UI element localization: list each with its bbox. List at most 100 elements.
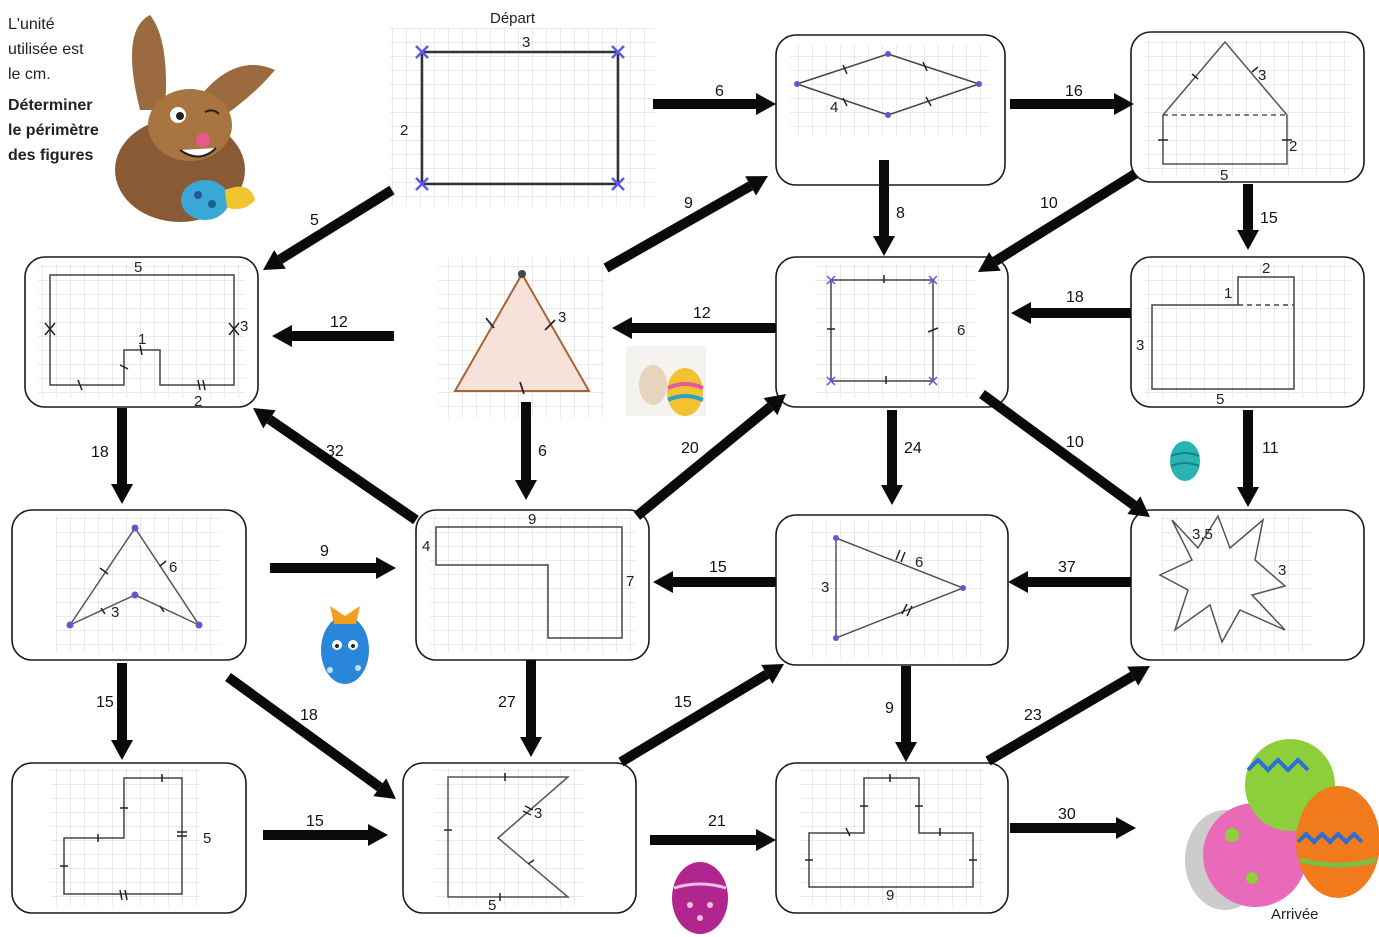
box-house — [1130, 31, 1365, 183]
dim-label: 3 — [534, 805, 542, 822]
arrow-shaft — [985, 671, 1136, 766]
arrow-label: 12 — [693, 305, 711, 322]
arrow: 12 — [612, 305, 776, 339]
arrow: 20 — [633, 394, 786, 520]
arrow-shaft — [992, 169, 1138, 266]
dim-label: 9 — [886, 887, 894, 904]
dim-label: 2 — [400, 122, 408, 139]
dim-label: 3 — [240, 318, 248, 335]
figure-tee — [805, 774, 977, 888]
dim-label: 3 — [1258, 67, 1266, 84]
arrow-shaft — [277, 185, 395, 264]
dim-label: 5 — [1220, 167, 1228, 184]
arrow: 32 — [253, 408, 419, 525]
figure-lshape — [1151, 276, 1295, 390]
arrow-label: 6 — [538, 443, 547, 460]
arrow-label: 8 — [896, 205, 905, 222]
arrow-head-icon — [978, 252, 1001, 272]
arrow-label: 15 — [306, 813, 324, 830]
dim-label: 5 — [134, 259, 142, 276]
box-step — [11, 762, 247, 914]
arrow: 23 — [985, 666, 1150, 766]
arrow-head-icon — [263, 250, 286, 270]
arrow-head-icon — [1011, 302, 1031, 324]
arrow: 11 — [1237, 410, 1279, 507]
arrow: 5 — [263, 185, 395, 270]
arrow-head-icon — [1237, 487, 1259, 507]
arrow-head-icon — [653, 571, 673, 593]
arrow-head-icon — [515, 480, 537, 500]
text-labels: Départ Arrivée 3 2 4 3 2 5 6 2 1 3 5 5 3… — [111, 10, 1319, 923]
arrow-head-icon — [612, 317, 632, 339]
dim-label: 4 — [422, 538, 430, 555]
arrow: 18 — [225, 672, 396, 799]
figure-rhombus — [794, 51, 982, 118]
arrow-label: 15 — [709, 559, 727, 576]
bunny-illustration — [115, 15, 275, 222]
arrow-shaft — [266, 415, 419, 525]
arrow: 15 — [96, 663, 133, 760]
figure-step — [60, 774, 187, 901]
figure-start-rectangle — [415, 45, 625, 191]
arrow-label: 20 — [681, 440, 699, 457]
figure-square — [826, 275, 939, 386]
arrow-head-icon — [373, 778, 396, 799]
figure-chevron — [444, 773, 571, 901]
dim-label: 3 — [821, 579, 829, 596]
arrow-head-icon — [761, 664, 784, 684]
arrow: 12 — [272, 314, 394, 347]
arrow-head-icon — [376, 557, 396, 579]
arrow-head-icon — [873, 236, 895, 256]
figure-arrowhead — [66, 524, 203, 629]
arrow-label: 9 — [885, 700, 894, 717]
arrow-head-icon — [111, 484, 133, 504]
intro-line-3: le cm. — [8, 66, 51, 83]
arrow: 30 — [1010, 806, 1136, 839]
arrow: 9 — [603, 176, 768, 273]
dim-label: 3 — [1278, 562, 1286, 579]
arrow-label: 18 — [300, 707, 318, 724]
dim-label: 2 — [1289, 138, 1297, 155]
dim-label: 6 — [957, 322, 965, 339]
arrow: 16 — [1010, 83, 1134, 115]
box-chevron — [402, 762, 637, 914]
arrow: 10 — [978, 169, 1138, 272]
arrow: 15 — [618, 664, 784, 767]
arrow-label: 15 — [96, 694, 114, 711]
arrow-head-icon — [368, 824, 388, 846]
arrow-head-icon — [756, 93, 776, 115]
arrow-label: 32 — [326, 443, 344, 460]
teal-egg-icon — [1170, 441, 1200, 481]
dim-label: 3 — [522, 34, 530, 51]
intro-bold-2: le périmètre — [8, 122, 99, 139]
arrow-head-icon — [1127, 666, 1150, 686]
arrow-head-icon — [756, 829, 776, 851]
arrow-head-icon — [763, 394, 786, 416]
box-crenel — [24, 256, 259, 408]
arrow: 15 — [653, 559, 776, 593]
intro-line-2: utilisée est — [8, 41, 84, 58]
arrow-shaft — [225, 672, 383, 792]
arrow-label: 37 — [1058, 559, 1076, 576]
start-label: Départ — [490, 10, 536, 27]
dim-label: 4 — [830, 99, 838, 116]
dim-label: 7 — [626, 573, 634, 590]
arrow-head-icon — [253, 408, 276, 429]
arrow: 37 — [1008, 559, 1131, 593]
arrow: 6 — [515, 402, 547, 500]
dim-label: 2 — [194, 393, 202, 410]
arrow: 21 — [650, 813, 776, 851]
dim-label: 9 — [528, 511, 536, 528]
intro-bold-3: des figures — [8, 147, 94, 164]
arrow: 27 — [498, 660, 542, 757]
arrow-head-icon — [1114, 93, 1134, 115]
figure-star — [1158, 514, 1287, 644]
arrow-shaft — [633, 402, 774, 520]
arrow-label: 30 — [1058, 806, 1076, 823]
figure-triangle — [453, 270, 591, 395]
instructions: L'unité utilisée est le cm. Déterminer l… — [8, 12, 99, 168]
arrow-head-icon — [520, 737, 542, 757]
arrow: 15 — [1237, 184, 1278, 250]
